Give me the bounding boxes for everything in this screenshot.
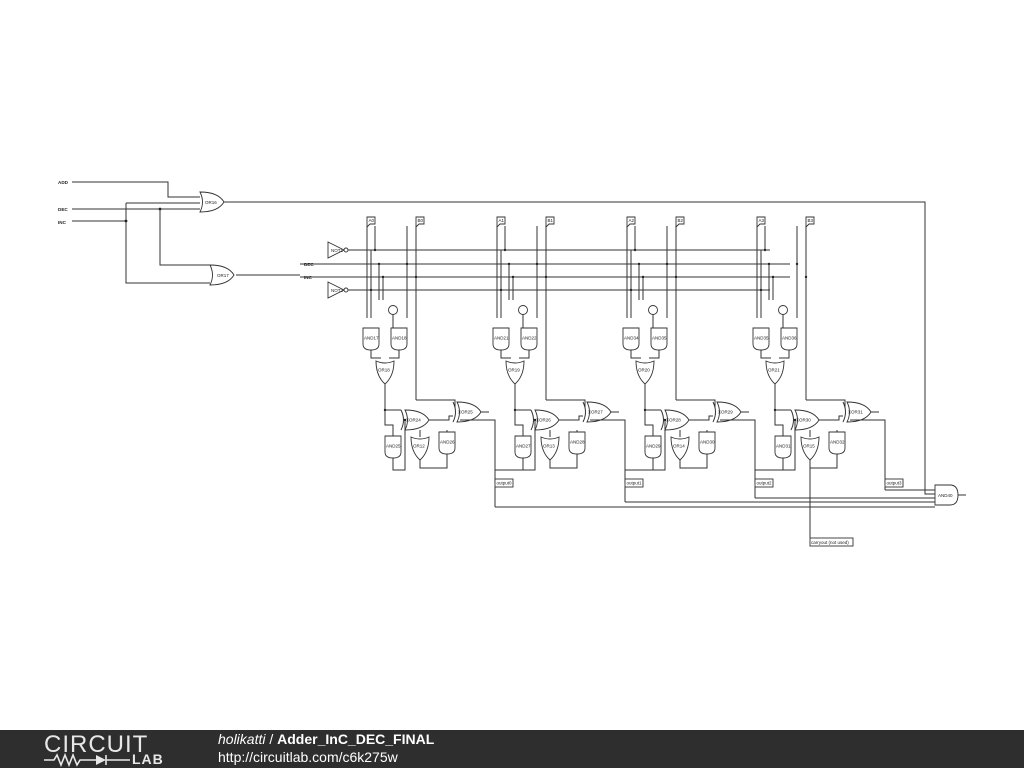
and-b-2-label: AND35 — [652, 336, 667, 341]
or-sel-3 — [765, 360, 785, 385]
and-a-3-label: AND35 — [754, 336, 769, 341]
xor-b-0-label: XOR25 — [458, 410, 473, 415]
xor-a-1-label: XOR26 — [536, 418, 551, 423]
and-a-0-label: AND17 — [364, 336, 379, 341]
or-c-0 — [410, 436, 430, 461]
constant-source-0 — [388, 305, 398, 315]
constant-source-1 — [518, 305, 528, 315]
output-bus-wires — [495, 489, 935, 508]
or-c-0-label: OR12 — [413, 444, 425, 449]
output-label-3: output3 — [887, 481, 903, 486]
title-separator: / — [265, 731, 278, 747]
or-c-2 — [670, 436, 690, 461]
and-c-0-label: AND25 — [386, 444, 401, 449]
or-sel-3-label: OR21 — [768, 368, 780, 373]
and-b-3-label: AND36 — [782, 336, 797, 341]
output-pin-2 — [754, 478, 774, 488]
or-c-2-label: OR14 — [673, 444, 685, 449]
circuit-schematic: ADD DEC INC OR16 OR17 DEC INC NOT1 NOT2 … — [58, 180, 966, 547]
or-sel-0 — [375, 360, 395, 385]
and-d-2-label: AND30 — [700, 440, 715, 445]
pin-a2-label: A2 — [629, 218, 635, 223]
dec-bus-label: DEC — [304, 262, 314, 267]
xor-a-2-label: XOR28 — [666, 418, 681, 423]
xor-b-1-label: XOR27 — [588, 410, 603, 415]
and-c-3-label: AND31 — [776, 444, 791, 449]
pin-b2-label: B2 — [678, 218, 684, 223]
carryout-box — [809, 537, 854, 547]
logo-text-circuit: CIRCUIT — [44, 731, 149, 758]
and-d-0-label: AND26 — [440, 440, 455, 445]
and-d-1-label: AND28 — [570, 440, 585, 445]
not2-gate — [327, 281, 346, 299]
xor-a-0-label: XOR24 — [406, 418, 421, 423]
pin-b3-label: B3 — [808, 218, 814, 223]
resistor-diode-icon — [44, 753, 130, 767]
and-b-0-label: AND18 — [392, 336, 407, 341]
pin-a3-label: A3 — [759, 218, 765, 223]
and-b-1-label: AND22 — [522, 336, 537, 341]
output-pin-3 — [884, 478, 904, 488]
logo-text-lab: LAB — [132, 751, 164, 767]
constant-source-2 — [648, 305, 658, 315]
project-url[interactable]: http://circuitlab.com/c6k275w — [218, 749, 398, 765]
and-a-1-label: AND21 — [494, 336, 509, 341]
xor-b-2-label: XOR29 — [718, 410, 733, 415]
output-label-0: output0 — [497, 481, 513, 486]
add-input-label: ADD — [58, 180, 69, 185]
or-sel-2-label: OR20 — [638, 368, 650, 373]
or-sel-2 — [635, 360, 655, 385]
not2-label: NOT2 — [331, 288, 343, 293]
xor-b-3-label: XOR31 — [848, 410, 863, 415]
or-c-3 — [800, 436, 820, 461]
inc-input-label: INC — [58, 220, 67, 225]
output-label-2: output2 — [757, 481, 773, 486]
carryout-label: carryout (not used) — [811, 540, 849, 545]
and-c-1-label: AND27 — [516, 444, 531, 449]
or16-label: OR16 — [205, 200, 217, 205]
output-pin-0 — [494, 478, 514, 488]
and-a-2-label: AND34 — [624, 336, 639, 341]
pin-b1-label: B1 — [548, 218, 554, 223]
xor-a-3-label: XOR30 — [796, 418, 811, 423]
pin-a1-label: A1 — [499, 218, 505, 223]
project-name[interactable]: Adder_InC_DEC_FINAL — [277, 731, 435, 747]
input-wires — [72, 181, 935, 495]
author-link[interactable]: holikatti — [218, 731, 266, 747]
footer-bar: CIRCUIT LAB holikatti / Adder_InC_DEC_FI… — [0, 730, 1024, 768]
or-c-3-label: OR15 — [803, 444, 815, 449]
pin-b0-label: B0 — [418, 218, 424, 223]
dec-input-label: DEC — [58, 207, 68, 212]
or-c-1 — [540, 436, 560, 461]
constant-source-3 — [778, 305, 788, 315]
and-d-3-label: AND32 — [830, 440, 845, 445]
and40-label: AND40 — [938, 493, 953, 498]
or-sel-1 — [505, 360, 525, 385]
circuitlab-logo[interactable]: CIRCUIT LAB — [44, 731, 176, 767]
output-pin-1 — [624, 478, 644, 488]
or-c-1-label: OR13 — [543, 444, 555, 449]
project-title: holikatti / Adder_InC_DEC_FINAL — [218, 731, 434, 747]
or-sel-0-label: OR18 — [378, 368, 390, 373]
inc-bus-label: INC — [304, 275, 313, 280]
pin-a0-label: A0 — [369, 218, 375, 223]
or17-label: OR17 — [217, 273, 229, 278]
or-sel-1-label: OR19 — [508, 368, 520, 373]
not1-gate — [327, 241, 346, 259]
output-label-1: output1 — [627, 481, 643, 486]
and-c-2-label: AND29 — [646, 444, 661, 449]
not1-label: NOT1 — [331, 248, 343, 253]
